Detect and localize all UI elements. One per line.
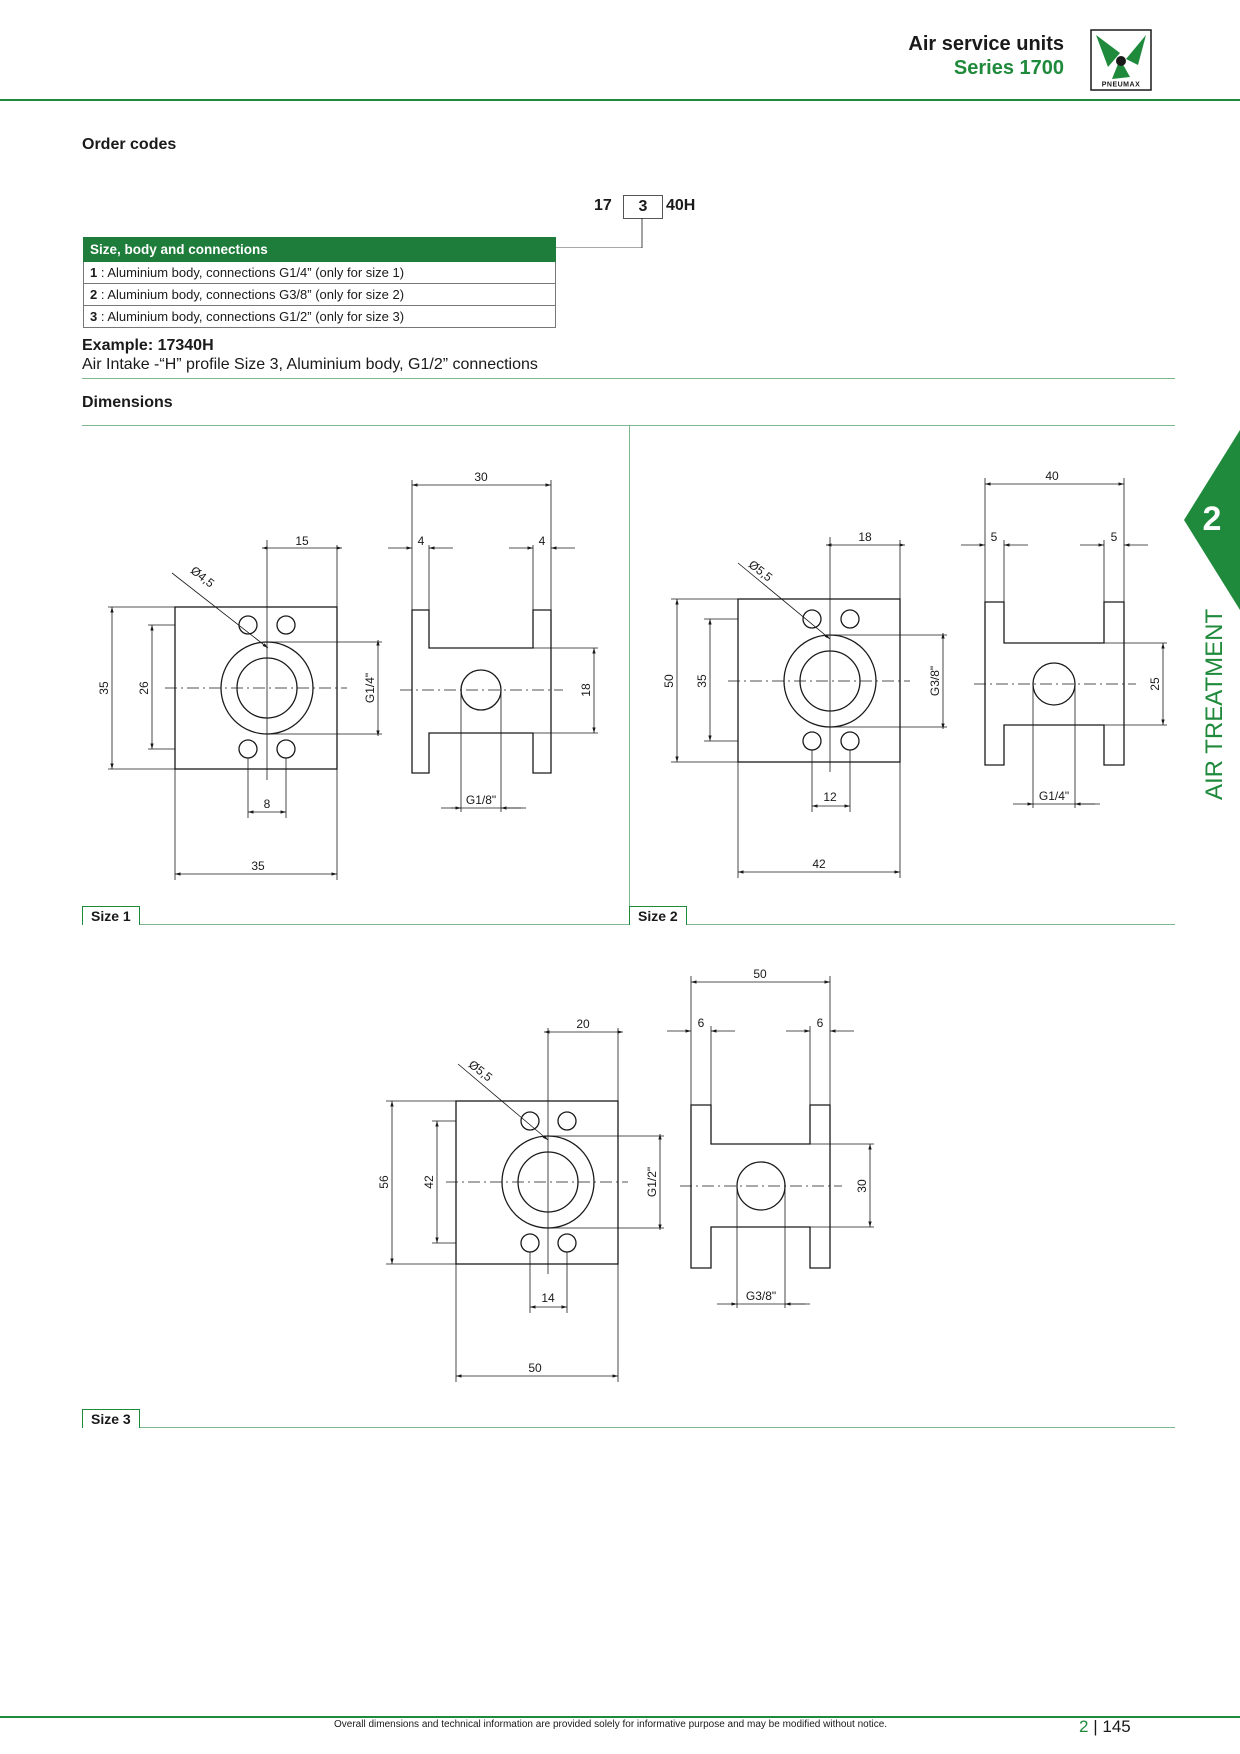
chapter-number: 2: [1202, 500, 1222, 538]
dim-size3-top: 20: [576, 1017, 590, 1031]
header-title: Air service units: [908, 33, 1064, 55]
footer-page: 145: [1102, 1717, 1131, 1736]
size2-front-view: 18 Ø5,5 50 35 G3/8" 12 42: [662, 530, 947, 878]
dim-size1-hole-spacing: 8: [264, 797, 271, 811]
pneumax-logo: PNEUMAX: [1090, 29, 1152, 91]
dim-size1-port: G1/4": [363, 673, 377, 703]
dim-size1-width: 35: [251, 859, 265, 873]
dim-size2-inner-h: 35: [695, 674, 709, 688]
dim-size1-top: 15: [295, 534, 309, 548]
codes-table: Size, body and connections 1 : Aluminium…: [83, 237, 556, 328]
size3-tag: Size 3: [82, 1409, 140, 1428]
size1-tag: Size 1: [82, 906, 140, 925]
dim-size1-wall-r: 4: [539, 534, 546, 548]
dim-size2-port: G3/8": [928, 666, 942, 696]
dim-size3-wall-l: 6: [698, 1016, 705, 1030]
dim-size2-side-height: 25: [1148, 677, 1162, 691]
dim-size2-side-width: 40: [1045, 469, 1059, 483]
divider: [82, 378, 1175, 379]
dim-size1-outer-h: 35: [97, 681, 111, 695]
dim-size3-wall-r: 6: [817, 1016, 824, 1030]
size3-front-view: 20 Ø5,5 56 42 G1/2" 14 50: [377, 1017, 664, 1382]
table-row: 3 : Aluminium body, connections G1/2” (o…: [83, 305, 556, 328]
dim-size1-side-width: 30: [474, 470, 488, 484]
dim-size2-top: 18: [858, 530, 872, 544]
dim-size3-outer-h: 56: [377, 1175, 391, 1189]
divider: [82, 1427, 1175, 1428]
order-codes-heading: Order codes: [82, 136, 177, 153]
example-text: Air Intake -“H” profile Size 3, Aluminiu…: [82, 356, 538, 373]
chapter-label: AIR TREATMENT: [1201, 608, 1228, 800]
dim-size1-wall-l: 4: [418, 534, 425, 548]
dim-size2-outer-h: 50: [662, 674, 676, 688]
size2-side-view: 40 5 5 25 G1/4": [961, 469, 1167, 808]
code-connector: [555, 218, 643, 248]
header-subtitle: Series 1700: [953, 57, 1064, 79]
dim-size3-diam: Ø5,5: [466, 1057, 495, 1084]
dim-size3-width: 50: [528, 1361, 542, 1375]
dim-size3-side-height: 30: [855, 1179, 869, 1193]
footer-chapter: 2: [1079, 1717, 1089, 1736]
dim-size2-diam: Ø5,5: [746, 557, 775, 584]
dim-size1-inner-h: 26: [137, 681, 151, 695]
dimensions-heading: Dimensions: [82, 394, 173, 411]
dim-size2-wall-l: 5: [991, 530, 998, 544]
example-title: Example: 17340H: [82, 337, 214, 354]
dim-size2-side-port: G1/4": [1039, 789, 1069, 803]
dim-size3-side-width: 50: [753, 967, 767, 981]
divider-vertical: [629, 425, 630, 925]
divider: [82, 425, 1175, 426]
code-prefix: 17: [594, 197, 612, 214]
size2-tag: Size 2: [629, 906, 687, 925]
header-rule: [0, 99, 1240, 101]
dim-size2-wall-r: 5: [1111, 530, 1118, 544]
size1-side-view: 30 4 4 18 G1/8": [388, 470, 598, 812]
logo-text: PNEUMAX: [1102, 82, 1141, 89]
dim-size1-side-port: G1/8": [466, 793, 496, 807]
codes-table-header: Size, body and connections: [83, 237, 556, 262]
table-row: 2 : Aluminium body, connections G3/8” (o…: [83, 283, 556, 306]
divider: [82, 924, 1175, 925]
chapter-tab: [1184, 430, 1240, 610]
footer-separator: |: [1093, 1717, 1098, 1736]
dim-size3-inner-h: 42: [422, 1175, 436, 1189]
dim-size1-diam: Ø4,5: [188, 563, 217, 590]
dim-size3-hole-spacing: 14: [541, 1291, 555, 1305]
footer-rule: [0, 1716, 1240, 1718]
page-number: 2 | 145: [1079, 1717, 1131, 1737]
dim-size2-width: 42: [812, 857, 826, 871]
dim-size1-side-height: 18: [579, 683, 593, 697]
dim-size3-side-port: G3/8": [746, 1289, 776, 1303]
dim-size3-port: G1/2": [645, 1167, 659, 1197]
code-suffix: 40H: [666, 197, 696, 214]
code-selected: 3: [623, 195, 663, 219]
size3-side-view: 50 6 6 30 G3/8": [667, 967, 874, 1308]
size1-front-view: 15 Ø4,5 35 26 G1/4" 8 35: [97, 534, 382, 880]
footer-note: Overall dimensions and technical informa…: [334, 1719, 888, 1730]
dim-size2-hole-spacing: 12: [823, 790, 837, 804]
